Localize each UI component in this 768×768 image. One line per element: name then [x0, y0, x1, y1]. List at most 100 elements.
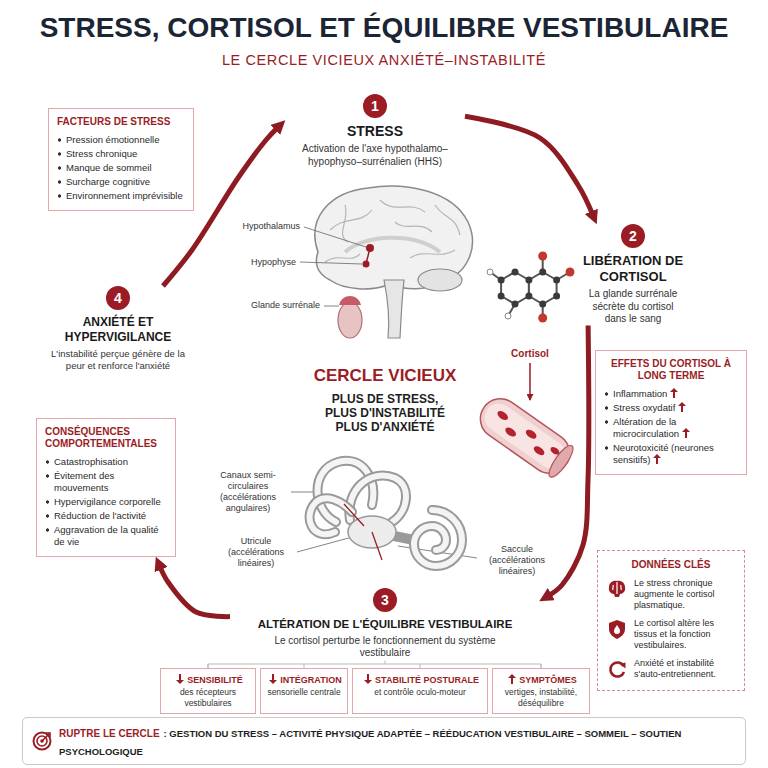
oxygen-atoms	[538, 252, 574, 323]
key-fact: Anxiété et instabilité s'auto-entretienn…	[606, 658, 736, 680]
key-heading: DONNÉES CLÉS	[606, 559, 736, 571]
list-item: Environnement imprévisible	[57, 190, 185, 202]
key-data-box: DONNÉES CLÉS Le stress chronique augmente…	[597, 550, 745, 691]
cortisol-molecule	[487, 252, 575, 323]
molecule-ring	[501, 272, 529, 304]
cycle-arrow	[465, 116, 593, 215]
arrow-shape	[508, 674, 516, 684]
effect-description: vertiges, instabilité, déséquilibre	[497, 687, 585, 708]
effect-description: sensorielle centrale	[265, 687, 343, 698]
leader-line	[300, 262, 362, 264]
list-item: Pression émotionnelle	[57, 134, 185, 146]
list-item: Neurotoxicité (neurones sensitifs)	[604, 442, 738, 466]
arrow-shape	[269, 674, 277, 684]
effect-heading: INTÉGRATION	[265, 674, 343, 686]
target-arrow	[42, 733, 50, 741]
hypothalamus-dot	[366, 244, 374, 252]
cortisol-label: Cortisol	[511, 348, 549, 359]
list-item: Surcharge cognitive	[57, 176, 185, 188]
arrow-shape	[670, 388, 678, 398]
target-ring	[34, 733, 51, 750]
target-icon	[32, 731, 52, 751]
cerebellum	[418, 269, 462, 291]
box-heading: FACTEURS DE STRESS	[57, 116, 185, 128]
pituitary-dot	[363, 261, 370, 268]
key-icon	[606, 618, 628, 640]
arrow-shape	[678, 402, 686, 412]
effect-heading: SENSIBILITÉ	[165, 674, 251, 686]
brain-illustration	[315, 186, 472, 338]
cycle-icon-head	[620, 663, 626, 669]
arrow-shape	[364, 674, 372, 684]
anatomy-label: Hypothalamus	[242, 221, 300, 232]
cochlea-lumen	[414, 510, 462, 566]
down-arrow	[364, 674, 372, 684]
adrenal-gland	[339, 296, 361, 305]
up-arrow	[682, 428, 690, 438]
carbon-atoms	[498, 269, 560, 308]
leader-line	[304, 227, 366, 247]
effect-description: des récepteurs vestibulaires	[165, 687, 251, 708]
key-fact: Le cortisol altère les tissus et la fonc…	[606, 618, 736, 651]
cycle-step: 1STRESSActivation de l'axe hypothalamo–h…	[285, 94, 465, 168]
cycle-step: 2LIBÉRATION DE CORTISOLLa glande surréna…	[582, 224, 684, 326]
subtitle: LE CERCLE VICIEUX ANXIÉTÉ–INSTABILITÉ	[222, 52, 546, 68]
effect-box: STABILITÉ POSTURALEet contrôle oculo-mot…	[352, 668, 488, 714]
step-number: 1	[363, 94, 387, 118]
step-description: La glande surrénale sécrète du cortisol …	[582, 288, 684, 326]
up-arrow	[678, 402, 686, 412]
anatomy-label: Glande surrénale	[251, 300, 320, 311]
down-arrow	[269, 674, 277, 684]
step-title: STRESS	[285, 123, 465, 140]
list-item: Stress chronique	[57, 148, 185, 160]
step-title: ALTÉRATION DE L'ÉQUILIBRE VESTIBULAIRE	[230, 617, 540, 632]
action-bar: RUPTRE LE CERCLE: GESTION DU STRESS – AC…	[22, 717, 746, 765]
step-title: ANXIÉTÉ ET HYPERVIGILANCE	[43, 315, 193, 345]
effect-box: SYMPTÔMESvertiges, instabilité, déséquil…	[492, 668, 590, 714]
drop-icon	[614, 625, 620, 634]
effect-heading: SYMPTÔMES	[497, 674, 585, 686]
list-item: Altération de la microcirculation	[604, 416, 738, 440]
arrow-shape	[176, 674, 184, 684]
cycle-arrow	[548, 326, 589, 597]
arrow-shape	[682, 428, 690, 438]
title: STRESS, CORTISOL ET ÉQUILIBRE VESTIBULAI…	[40, 12, 729, 44]
box-heading: CONSÉQUENCES COMPORTEMENTALES	[45, 426, 167, 450]
list-item: Manque de sommeil	[57, 162, 185, 174]
molecule-ring	[529, 272, 557, 304]
anatomy-label: Hypophyse	[251, 257, 296, 268]
list-item: Aggravation de la qualité de vie	[45, 524, 167, 548]
list-item: Évitement des mouvements	[45, 470, 167, 494]
step-number: 3	[373, 588, 397, 612]
cochlea	[414, 510, 462, 566]
inner-ear-illustration	[310, 461, 462, 566]
release-arrow	[529, 363, 531, 400]
stress-factors-box: FACTEURS DE STRESS Pression émotionnelleS…	[48, 108, 194, 211]
brain-icon	[609, 581, 625, 597]
key-fact: Le stress chronique augmente le cortisol…	[606, 578, 736, 611]
up-arrow	[508, 674, 516, 684]
step-title: LIBÉRATION DE CORTISOL	[582, 253, 684, 285]
molecule-bonds	[490, 256, 570, 318]
down-arrow	[176, 674, 184, 684]
brain-gyri	[325, 200, 460, 262]
kidney-shape	[338, 302, 362, 338]
vessel-opening	[545, 442, 577, 480]
effect-box: SENSIBILITÉdes récepteurs vestibulaires	[160, 668, 256, 714]
box-heading: EFFETS DU CORTISOL À LONG TERME	[604, 358, 738, 382]
anatomy-label: Utricule (accélérations linéaires)	[218, 536, 294, 569]
bracket-line	[208, 661, 541, 669]
key-icon	[606, 578, 628, 600]
anatomy-label: Canaux semi-circulaires (accélérations a…	[208, 470, 288, 514]
cortisol-effects-box: EFFETS DU CORTISOL À LONG TERMEInflammat…	[595, 350, 747, 475]
step-number: 4	[106, 286, 130, 310]
cycle-step: 3ALTÉRATION DE L'ÉQUILIBRE VESTIBULAIREL…	[230, 588, 540, 660]
blood-vessel	[473, 391, 578, 481]
brainstem	[384, 280, 404, 338]
center-title: CERCLE VICIEUX	[314, 366, 457, 386]
leader-line	[291, 492, 316, 493]
hydrogen-atoms	[487, 269, 511, 319]
red-blood-cells	[491, 408, 561, 464]
list-item: Hypervigilance corporelle	[45, 496, 167, 508]
leader-lines	[291, 227, 477, 558]
